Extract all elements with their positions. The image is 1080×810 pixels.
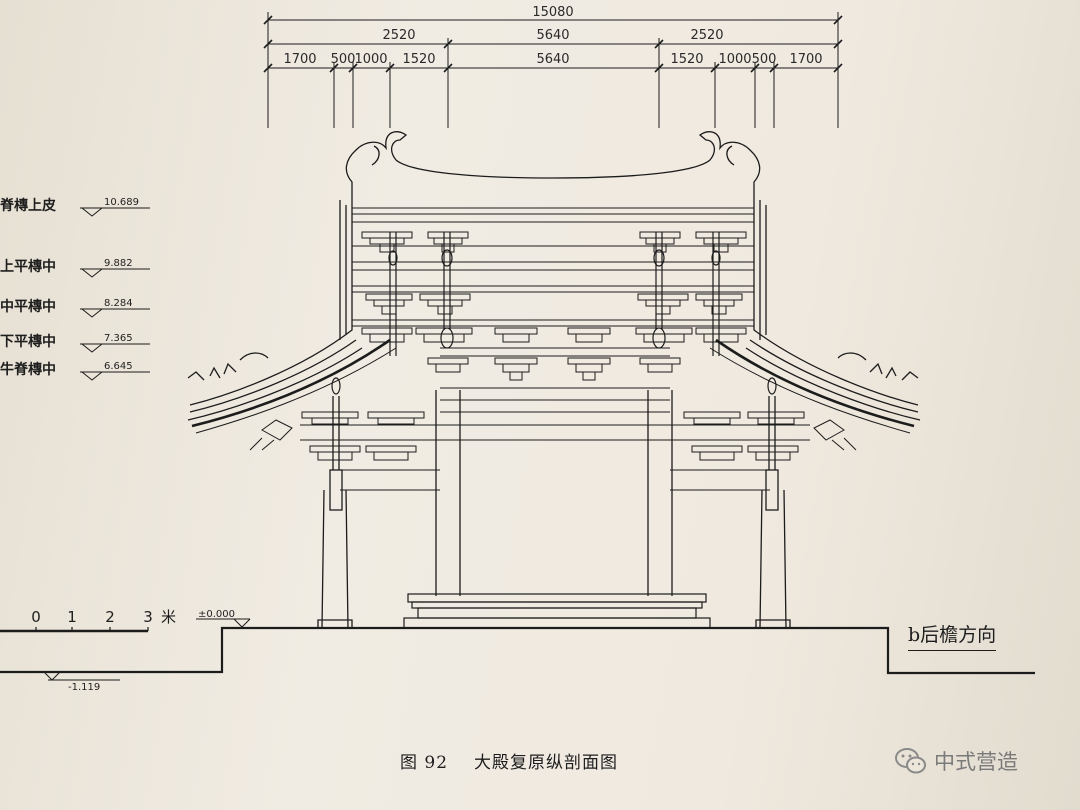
level-eave-purlin: 牛脊槫中 6.645 [0, 361, 150, 381]
figure-title: 大殿复原纵剖面图 [474, 753, 619, 773]
dim-row3-9: 1700 [789, 52, 822, 67]
level-label: 上平槫中 [0, 258, 56, 275]
scale-unit: 米 [161, 608, 176, 626]
figure-number: 图 92 [400, 753, 449, 773]
dim-row3-4: 1520 [402, 52, 435, 67]
dim-row3-3: 1000 [354, 52, 387, 67]
elevation-ground-value: -1.119 [68, 682, 100, 693]
dimension-chain [263, 12, 843, 128]
watermark-text: 中式营造 [934, 750, 1018, 774]
bracket-upper-1 [361, 231, 747, 253]
scale-tick-0: 0 [31, 608, 41, 626]
dim-row3-5: 5640 [536, 52, 569, 67]
level-value: 6.645 [104, 361, 133, 372]
figure-caption: 图 92 大殿复原纵剖面图 [400, 748, 618, 773]
bracket-sets [249, 231, 857, 461]
dim-row3-7: 1000 [718, 52, 751, 67]
level-value: 8.284 [104, 298, 133, 309]
dim-row3-8: 500 [752, 52, 777, 67]
scale-tick-1: 1 [67, 608, 77, 626]
scale-tick-2: 2 [105, 608, 115, 626]
struts [331, 232, 777, 395]
purlin-lines [300, 207, 810, 491]
level-value: 7.365 [104, 333, 133, 344]
dim-row3-1: 1700 [283, 52, 316, 67]
level-lower-purlin: 下平槫中 7.365 [0, 333, 150, 353]
scale-tick-3: 3 [143, 608, 153, 626]
roof [187, 131, 921, 434]
dim-row3-6: 1520 [670, 52, 703, 67]
columns [317, 390, 791, 629]
level-label: 牛脊槫中 [0, 361, 56, 378]
dim-row2-center: 5640 [536, 28, 569, 43]
dim-row2-right: 2520 [690, 28, 723, 43]
level-label: 下平槫中 [0, 333, 56, 350]
level-value: 10.689 [104, 197, 139, 208]
level-markers: 脊槫上皮 10.689 上平槫中 9.882 中平槫中 8.284 下平槫中 7… [0, 197, 150, 381]
elevation-floor-value: ±0.000 [198, 609, 235, 620]
direction-label: b后檐方向 [908, 620, 997, 651]
level-ridge: 脊槫上皮 10.689 [0, 197, 150, 217]
platform [403, 593, 711, 629]
dim-total: 15080 [532, 5, 573, 20]
dim-row2-left: 2520 [382, 28, 415, 43]
elevation-ground: -1.119 [43, 671, 120, 693]
level-middle-purlin: 中平槫中 8.284 [0, 298, 150, 318]
ground-line [0, 626, 1035, 675]
watermark: 中式营造 [894, 746, 1018, 776]
wechat-icon [895, 748, 926, 774]
level-label: 脊槫上皮 [0, 197, 56, 214]
dim-row3-2: 500 [331, 52, 356, 67]
elevation-floor: ±0.000 [196, 609, 251, 628]
level-value: 9.882 [104, 258, 133, 269]
level-label: 中平槫中 [0, 298, 56, 315]
scale-bar: 0 1 2 3 米 [0, 608, 176, 633]
level-upper-purlin: 上平槫中 9.882 [0, 258, 150, 278]
